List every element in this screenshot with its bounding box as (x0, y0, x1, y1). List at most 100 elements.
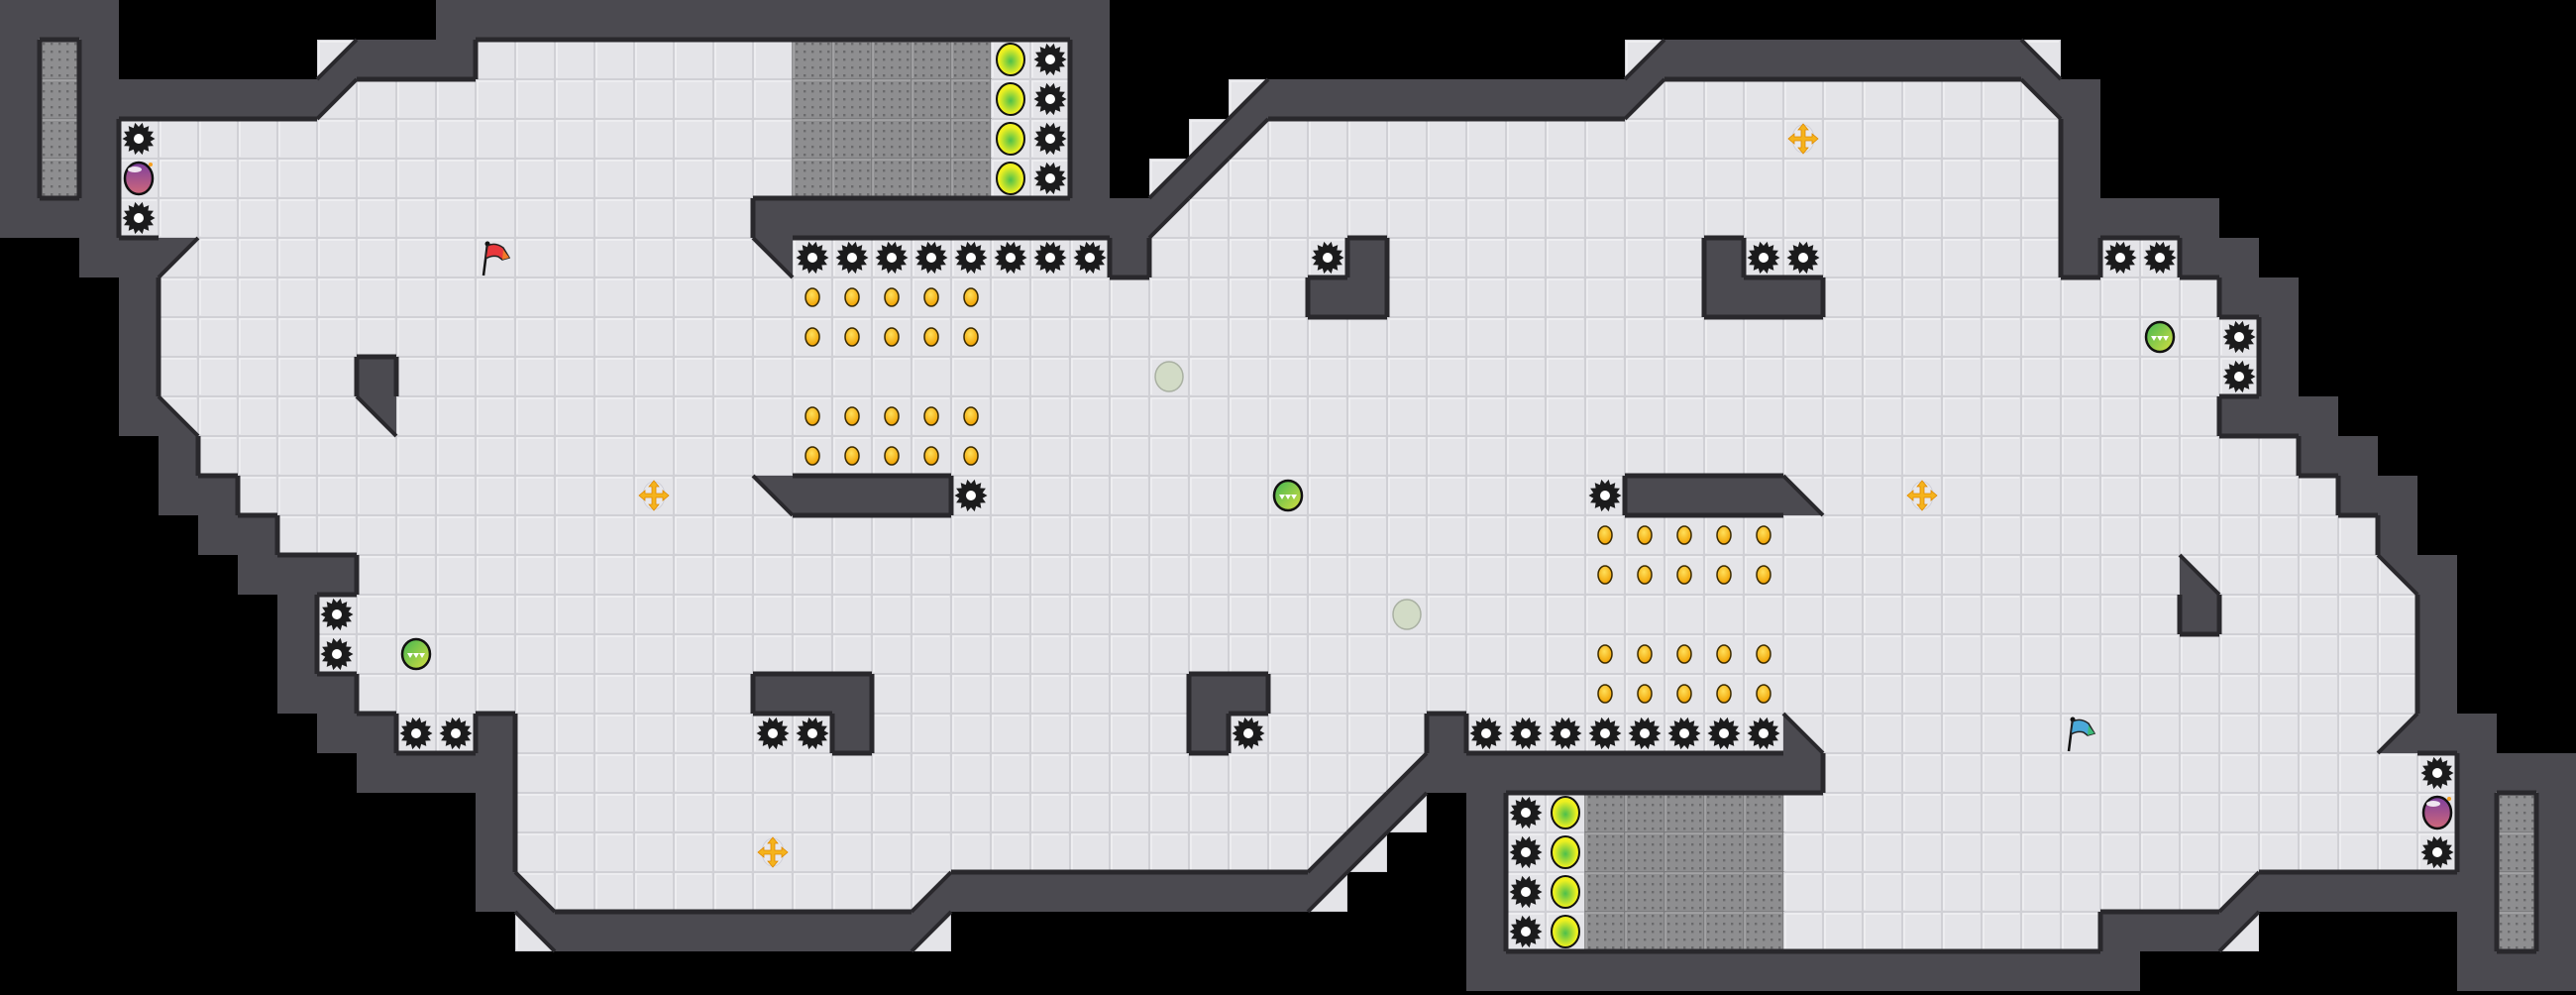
floor-tile-highlight (1665, 675, 1702, 712)
metal-grate-block (911, 158, 952, 199)
floor-tile (357, 277, 396, 317)
floor-tile-highlight (1626, 556, 1663, 593)
floor-tile-highlight (2379, 675, 2415, 712)
floor-tile (2140, 714, 2180, 753)
wall-tile (317, 714, 357, 753)
wall-tile (2100, 912, 2140, 951)
floor-tile-highlight (1943, 358, 1980, 394)
wall-slope-edge (1385, 751, 1429, 795)
floor-tile (2140, 793, 2180, 832)
metal-grate-block (1743, 871, 1784, 913)
floor-tile-highlight (873, 358, 910, 394)
wall-tile (2417, 714, 2457, 753)
floor-tile (1149, 277, 1189, 317)
floor-tile-highlight (2141, 754, 2178, 791)
floor-tile (1783, 515, 1823, 555)
ghost-bubble-icon (1392, 599, 1422, 630)
floor-tile (1744, 357, 1783, 396)
floor-tile (1268, 515, 1308, 555)
floor-tile (1982, 357, 2021, 396)
coin-icon (805, 446, 820, 466)
green-creature-icon (400, 637, 432, 671)
floor-tile-highlight (714, 477, 751, 513)
coin-icon (844, 327, 860, 347)
floor-tile-highlight (2339, 833, 2376, 870)
floor-tile-highlight (833, 397, 870, 434)
floor-tile (674, 832, 713, 872)
floor-tile (1902, 674, 1942, 714)
floor-tile-highlight (397, 318, 434, 355)
floor-tile-highlight (1824, 239, 1861, 276)
floor-tile (2299, 476, 2338, 515)
wall-tile (2100, 198, 2140, 238)
wall-tile (1070, 872, 1110, 912)
floor-tile-highlight (1864, 794, 1900, 830)
floor-tile-highlight (714, 635, 751, 672)
floor-tile-highlight (2181, 516, 2217, 553)
floor-tile (634, 595, 674, 634)
floor-tile (674, 40, 713, 79)
floor-tile-highlight (1269, 278, 1306, 315)
floor-tile (1585, 159, 1625, 198)
floor-tile-highlight (477, 516, 513, 553)
floor-tile-highlight (516, 120, 553, 157)
floor-tile-highlight (595, 160, 632, 196)
coin-icon (1716, 644, 1732, 664)
floor-tile (2338, 714, 2378, 753)
coin-icon (1716, 565, 1732, 585)
floor-tile (2061, 277, 2100, 317)
floor-tile (1823, 555, 1863, 595)
floor-tile (1546, 198, 1585, 238)
floor-tile-highlight (1626, 675, 1663, 712)
floor-tile (793, 357, 832, 396)
floor-tile (2100, 753, 2140, 793)
floor-tile (159, 317, 198, 357)
floor-tile-highlight (2022, 715, 2059, 751)
floor-tile (753, 159, 793, 198)
floor-tile-highlight (2260, 516, 2297, 553)
wall-tile (119, 357, 159, 396)
floor-tile (713, 198, 753, 238)
saw-hub (2234, 332, 2244, 342)
metal-grate-block (950, 39, 992, 80)
saw-hub (1600, 728, 1610, 738)
floor-tile (1308, 357, 1347, 396)
wall-tile (594, 912, 634, 951)
floor-tile (1308, 436, 1347, 476)
floor-tile-highlight (754, 160, 791, 196)
floor-tile-highlight (1150, 160, 1187, 196)
wall-tile (912, 198, 951, 238)
floor-tile (1149, 714, 1189, 753)
floor-tile-highlight (635, 833, 672, 870)
floor-tile-highlight (1190, 120, 1227, 157)
metal-grate-block (1743, 792, 1784, 833)
floor-tile-highlight (1031, 635, 1068, 672)
wall-tile (2061, 119, 2100, 159)
floor-tile-highlight (2022, 318, 2059, 355)
wall-slope-edge (2178, 553, 2221, 597)
wall-tile (1783, 277, 1823, 317)
coin-icon (963, 327, 979, 347)
floor-tile (1902, 555, 1942, 595)
floor-tile-highlight (1864, 913, 1900, 949)
metal-grate-block (1703, 792, 1745, 833)
block-highlight (912, 119, 950, 158)
saw-hub (1798, 253, 1808, 263)
floor-tile (594, 753, 634, 793)
floor-tile (1466, 396, 1506, 436)
floor-tile-highlight (675, 833, 711, 870)
floor-tile (1030, 555, 1070, 595)
floor-tile-highlight (952, 318, 989, 355)
floor-tile-highlight (2022, 596, 2059, 632)
wall-tile (555, 0, 594, 40)
wall-tile (317, 674, 357, 714)
floor-tile-highlight (1943, 635, 1980, 672)
floor-tile (2378, 674, 2417, 714)
floor-tile-highlight (397, 635, 434, 672)
coin-icon (1637, 644, 1653, 664)
floor-tile (1942, 793, 1982, 832)
floor-tile-highlight (1943, 477, 1980, 513)
floor-tile (1902, 595, 1942, 634)
wall-tile (357, 714, 396, 753)
floor-tile (1308, 555, 1347, 595)
